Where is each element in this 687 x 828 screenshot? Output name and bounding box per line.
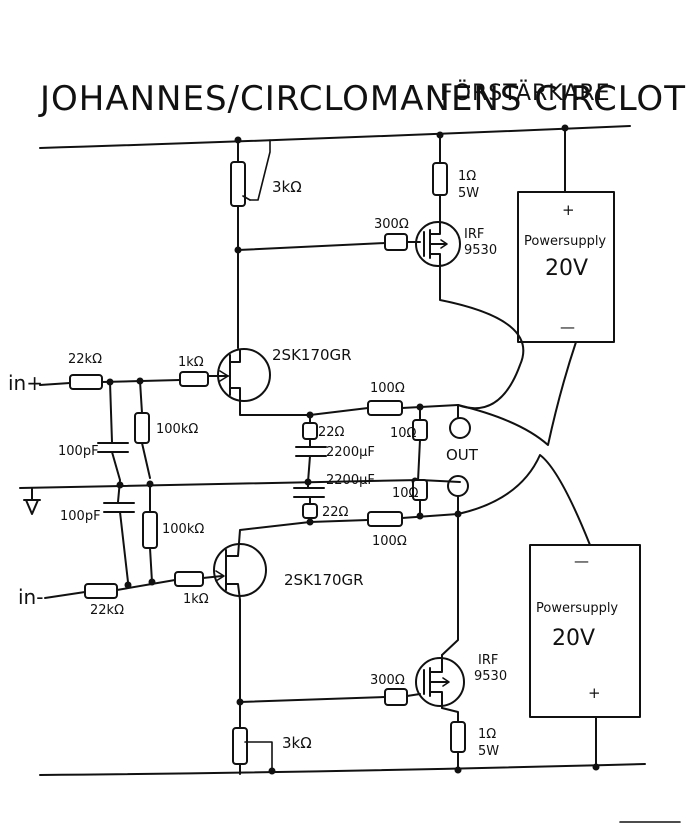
resistor-jfet-top-1k <box>179 371 209 387</box>
label-jfet-bottom: 2SK170GR <box>284 571 364 589</box>
resistor-jfet-bottom-1k <box>174 571 204 587</box>
label-in-plus: in+ <box>8 371 43 395</box>
resistor-bottom-3k <box>232 727 248 765</box>
label-mosfet-bottom-1: IRF <box>478 653 498 668</box>
resistor-mid-top-22 <box>302 422 318 440</box>
resistor-top-gate-300 <box>384 233 408 251</box>
out-terminal-bottom[interactable] <box>447 475 469 497</box>
label-mosfet-bottom-2: 9530 <box>474 669 507 684</box>
ground-symbol <box>23 487 41 515</box>
label-out-bottom-10: 10Ω <box>392 486 419 501</box>
subtitle: FÖRSTÄRKARE <box>440 80 611 106</box>
label-in-plus-22k: 22kΩ <box>68 352 102 367</box>
label-in-minus: in- <box>18 585 43 609</box>
label-out-top-10: 10Ω <box>390 426 417 441</box>
ps-top-plus: + <box>562 201 575 219</box>
top-rail <box>39 125 631 149</box>
ps-bottom-plus: + <box>588 684 601 702</box>
label-cap-in-top: 100pF <box>58 444 99 459</box>
label-fb-top-100: 100Ω <box>370 381 405 396</box>
label-jfet-bottom-1k: 1kΩ <box>183 592 209 607</box>
out-terminal-top[interactable] <box>449 417 471 439</box>
label-mosfet-top-2: 9530 <box>464 243 497 258</box>
resistor-bottom-gate-300 <box>384 688 408 706</box>
mosfet-bottom <box>415 657 465 707</box>
label-bottom-100k: 100kΩ <box>162 522 204 537</box>
label-top-gate: 300Ω <box>374 217 409 232</box>
label-bottom-3k: 3kΩ <box>282 734 312 752</box>
label-bottom-gate: 300Ω <box>370 673 405 688</box>
label-cap-in-bottom: 100pF <box>60 509 101 524</box>
capacitor-in-bottom <box>103 502 135 513</box>
ps-top-voltage: 20V <box>545 256 588 281</box>
capacitor-in-top <box>97 442 129 453</box>
label-mosfet-top-1: IRF <box>464 227 484 242</box>
resistor-bottom-100k <box>142 511 158 549</box>
ps-top-minus: — <box>560 318 575 336</box>
mosfet-top <box>415 221 461 267</box>
label-top-3k: 3kΩ <box>272 178 302 196</box>
ps-bottom-voltage: 20V <box>552 626 595 651</box>
title: JOHANNES/CIRCLOMANENS CIRCLOTRON- <box>38 79 687 119</box>
resistor-in-minus-22k <box>84 583 118 599</box>
label-bottom-1r: 1Ω <box>478 727 496 742</box>
jfet-bottom <box>213 543 267 597</box>
resistor-mid-bottom-22 <box>302 503 318 519</box>
capacitor-mid-top <box>295 446 327 457</box>
resistor-fb-bottom-100 <box>367 511 403 527</box>
label-top-1r: 1Ω <box>458 169 476 184</box>
bottom-rail <box>39 763 646 776</box>
label-top-1r-power: 5W <box>458 186 479 201</box>
label-fb-bottom-100: 100Ω <box>372 534 407 549</box>
label-bottom-1r-power: 5W <box>478 744 499 759</box>
resistor-bottom-1r <box>450 721 466 753</box>
resistor-top-1r <box>432 162 448 196</box>
label-jfet-top-1k: 1kΩ <box>178 355 204 370</box>
resistor-top-3k <box>230 161 246 207</box>
capacitor-mid-bottom <box>293 487 325 498</box>
power-supply-top: + Powersupply 20V — <box>517 127 615 343</box>
label-cap-mid-bottom: 2200μF <box>326 473 375 488</box>
ps-top-label: Powersupply <box>524 234 606 249</box>
power-supply-bottom: — Powersupply 20V + <box>529 544 641 768</box>
label-in-minus-22k: 22kΩ <box>90 603 124 618</box>
label-out: OUT <box>446 446 479 464</box>
ps-bottom-minus: — <box>574 552 589 570</box>
resistor-top-100k <box>134 412 150 444</box>
ps-bottom-label: Powersupply <box>536 601 618 616</box>
label-mid-bottom-22: 22Ω <box>322 505 349 520</box>
label-mid-top-22: 22Ω <box>318 425 345 440</box>
resistor-fb-top-100 <box>367 400 403 416</box>
label-jfet-top: 2SK170GR <box>272 346 352 364</box>
label-cap-mid-top: 2200μF <box>326 445 375 460</box>
resistor-in-plus-22k <box>69 374 103 390</box>
label-top-100k: 100kΩ <box>156 422 198 437</box>
